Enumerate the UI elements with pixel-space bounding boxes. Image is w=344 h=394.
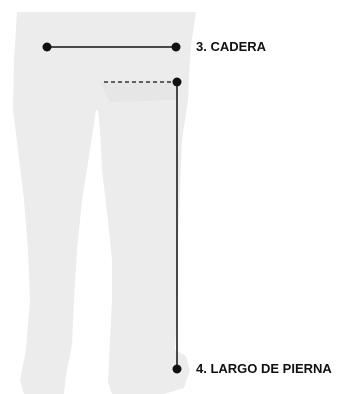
leg-length-measure-label: 4. LARGO DE PIERNA bbox=[196, 361, 332, 376]
leg-bottom-dot-icon bbox=[172, 364, 182, 374]
hip-left-dot-icon bbox=[42, 42, 52, 52]
hip-measure-label: 3. CADERA bbox=[196, 39, 267, 54]
hip-right-dot-icon bbox=[171, 42, 181, 52]
inner-leg-shadow bbox=[100, 80, 178, 102]
body-silhouette bbox=[13, 12, 196, 394]
leg-top-dot-icon bbox=[172, 77, 182, 87]
